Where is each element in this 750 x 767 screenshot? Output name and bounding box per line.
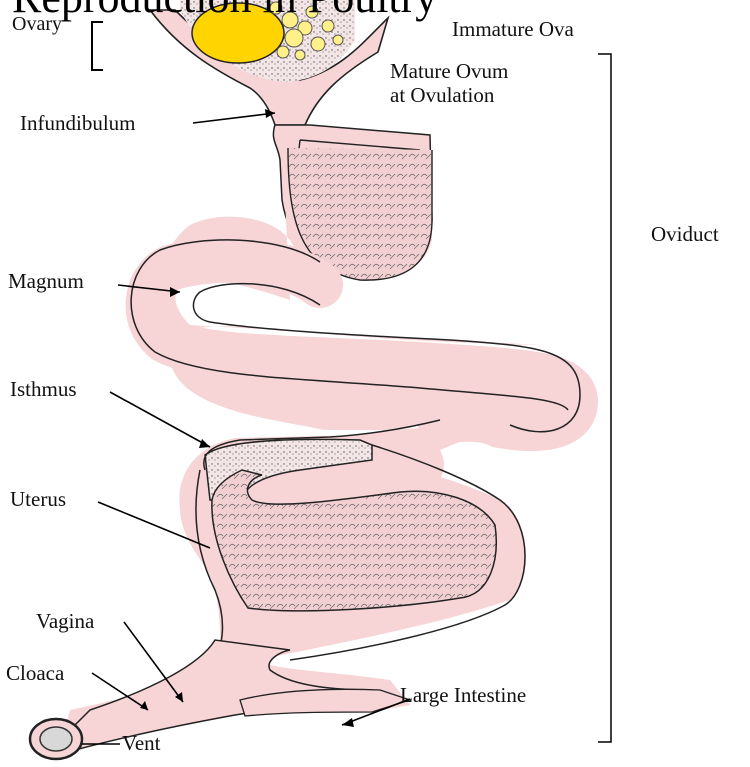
ovary-bracket	[92, 22, 103, 70]
leader-isthmus	[110, 392, 210, 447]
vent-label: Vent	[122, 732, 161, 754]
vagina-label: Vagina	[36, 610, 94, 632]
magnum-label: Magnum	[8, 270, 84, 292]
infundibulum-label: Infundibulum	[20, 112, 136, 134]
ovary-label: Ovary	[12, 14, 62, 35]
large-intestine-label: Large Intestine	[400, 684, 526, 706]
isthmus-label: Isthmus	[10, 378, 77, 400]
leader-infundibulum	[193, 113, 275, 123]
mature-ovum-label-line2: at Ovulation	[390, 84, 494, 106]
page-title: Reproduction in Poultry	[12, 0, 437, 20]
oviduct-bracket	[598, 54, 611, 742]
uterus-label: Uterus	[10, 488, 66, 510]
cloaca-label: Cloaca	[6, 662, 64, 684]
immature-ova-label: Immature Ova	[452, 18, 574, 40]
mature-ovum-label-line1: Mature Ovum	[390, 60, 508, 82]
oviduct-label: Oviduct	[651, 223, 719, 245]
